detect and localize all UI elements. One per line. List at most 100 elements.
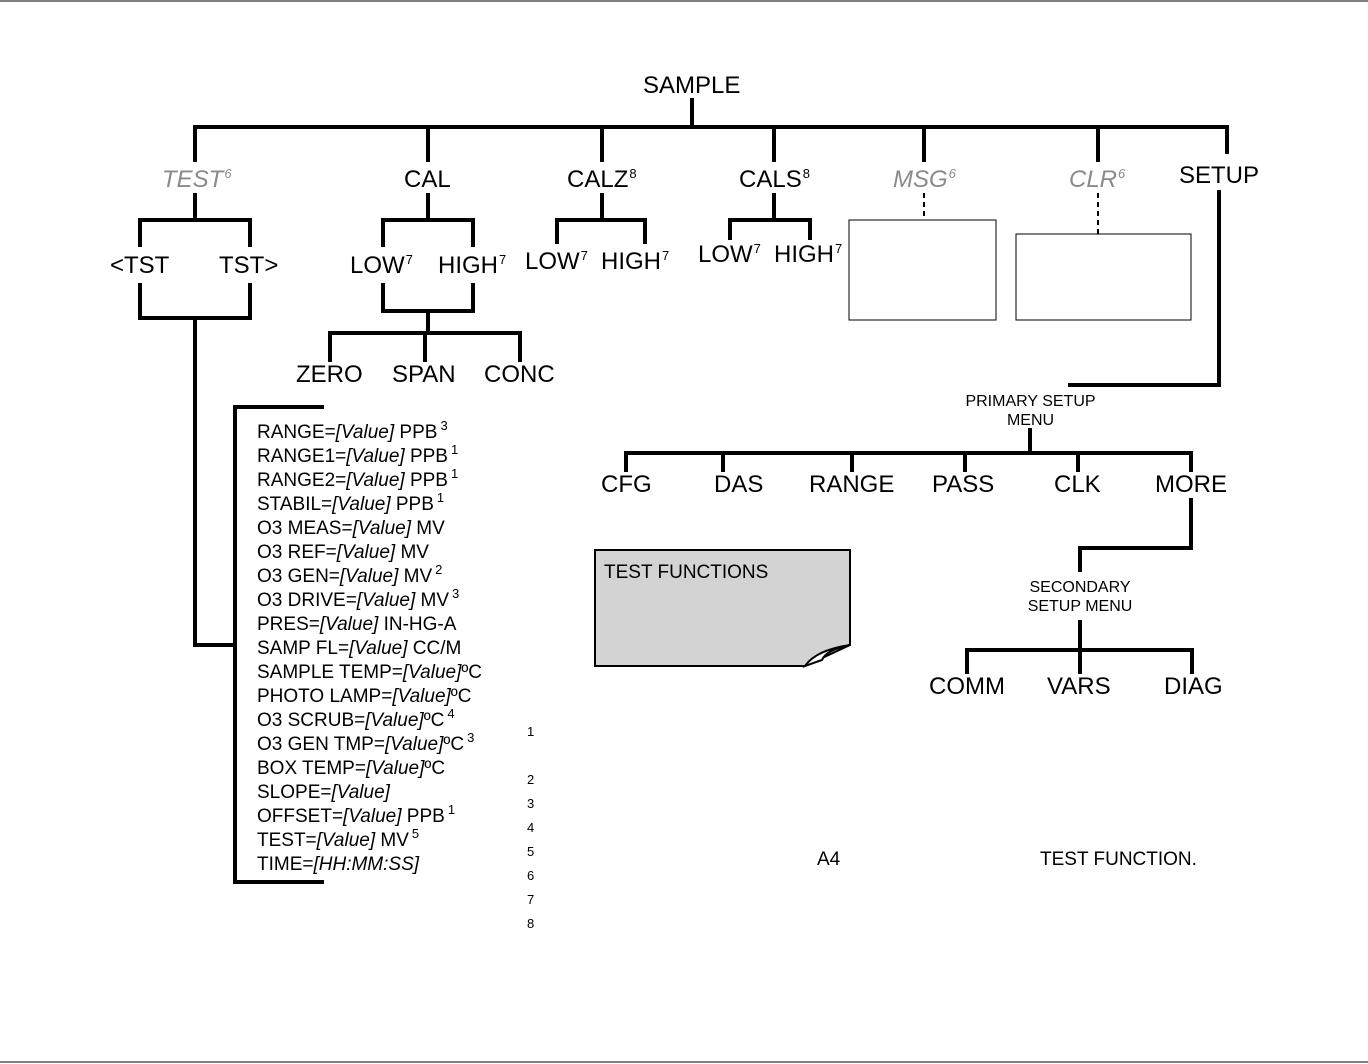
tf-name: BOX TEMP=: [257, 758, 366, 779]
menu-msg: MSG6: [893, 166, 956, 192]
tf-footnote: 4: [447, 706, 455, 721]
tf-name: RANGE1=: [257, 446, 347, 467]
test-function: TIME=[HH:MM:SS]: [257, 853, 485, 877]
tf-footnote: 3: [467, 730, 475, 745]
tf-name: SLOPE=: [257, 782, 332, 803]
tf-name: RANGE2=: [257, 470, 347, 491]
tf-footnote: 3: [452, 586, 460, 601]
tf-value: [Value]: [336, 542, 396, 563]
tf-name: RANGE=: [257, 422, 336, 443]
tf-value: [Value]: [319, 614, 379, 635]
test-function: PHOTO LAMP=[Value]ºC: [257, 685, 485, 709]
tf-name: STABIL=: [257, 494, 333, 515]
tf-name: O3 MEAS=: [257, 518, 353, 539]
primary-setup-title-line1: PRIMARY SETUP: [965, 393, 1096, 410]
cal-span: SPAN: [392, 361, 456, 388]
test-function: SLOPE=[Value]: [257, 781, 485, 805]
cals-low-label: LOW: [698, 241, 753, 268]
setup-more: MORE: [1155, 471, 1227, 498]
tf-value: [Value]: [316, 830, 376, 851]
tf-value: [Value]: [343, 806, 402, 827]
tf-unit: ºC: [424, 758, 446, 779]
menu-clr-label: CLR: [1069, 166, 1118, 193]
primary-setup-title-line2: MENU: [1006, 412, 1055, 429]
tf-footnote: 1: [451, 442, 459, 457]
menu-calz: CALZ8: [567, 166, 637, 193]
calz-low-label: LOW: [525, 248, 580, 275]
cal-high-footnote: 7: [499, 252, 507, 267]
test-function: BOX TEMP=[Value]ºC: [257, 757, 485, 781]
menu-cals-label: CALS: [739, 166, 802, 193]
footnote-number: 5: [527, 844, 535, 859]
clr-box: [1015, 233, 1192, 321]
tf-footnote: 5: [411, 826, 420, 841]
setup-cfg: CFG: [601, 471, 652, 498]
menu-cal: CAL: [404, 168, 451, 192]
tf-name: SAMP FL=: [257, 638, 350, 659]
calz-high: HIGH7: [601, 249, 669, 274]
tf-unit: ºC: [423, 710, 445, 731]
tf-name: PHOTO LAMP=: [257, 686, 393, 707]
tf-unit: CC/M: [407, 638, 462, 659]
tf-value: [Value]: [331, 782, 390, 803]
sample-node: SAMPLE: [643, 72, 741, 99]
tf-unit: ºC: [461, 662, 483, 683]
primary-setup-title: PRIMARY SETUP MENU: [960, 392, 1101, 430]
menu-test-footnote: 6: [224, 166, 232, 181]
menu-calz-footnote: 8: [629, 166, 637, 181]
cals-low: LOW7: [698, 241, 761, 268]
tf-unit: PPB: [394, 422, 438, 443]
tf-value: [Value]: [352, 518, 412, 539]
footer-right: TEST FUNCTION.: [1040, 849, 1197, 870]
setup-comm: COMM: [929, 673, 1005, 700]
note-label: TEST FUNCTIONS: [604, 562, 769, 583]
tst-next: TST>: [219, 252, 279, 279]
tf-value: [Value]: [402, 662, 462, 683]
msg-box: [848, 219, 997, 321]
menu-test-label: TEST: [162, 166, 224, 193]
tf-footnote: 3: [440, 418, 448, 433]
tf-value: [Value]: [339, 566, 399, 587]
menu-clr-footnote: 6: [1118, 166, 1126, 181]
tf-footnote: 2: [435, 562, 443, 577]
menu-test: TEST6: [162, 166, 232, 193]
tf-value: [Value]: [384, 734, 444, 755]
menu-cals-footnote: 8: [802, 166, 810, 181]
menu-cal-label: CAL: [404, 166, 451, 193]
secondary-setup-title-line1: SECONDARY: [1029, 579, 1131, 596]
secondary-setup-title-line2: SETUP MENU: [1027, 598, 1133, 615]
cal-zero: ZERO: [296, 361, 363, 388]
cal-low: LOW7: [350, 253, 413, 278]
setup-diag: DIAG: [1164, 673, 1223, 700]
test-function: SAMP FL=[Value] CC/M: [257, 637, 485, 661]
test-function: SAMPLE TEMP=[Value]ºC: [257, 661, 485, 685]
tf-name: SAMPLE TEMP=: [257, 662, 403, 683]
footnote-number: 2: [527, 772, 535, 787]
tf-unit: MV: [415, 590, 450, 611]
calz-low: LOW7: [525, 248, 588, 275]
tf-value: [Value]: [392, 686, 451, 707]
footnote-number: 8: [527, 916, 535, 931]
tf-name: PRES=: [257, 614, 320, 635]
note-sticky: [594, 549, 851, 667]
tf-footnote: 1: [447, 802, 456, 817]
menu-calz-label: CALZ: [567, 166, 629, 193]
tf-value: [HH:MM:SS]: [313, 854, 420, 875]
tf-unit: MV: [375, 830, 409, 851]
menu-cals: CALS8: [739, 166, 810, 193]
menu-msg-footnote: 6: [948, 166, 956, 181]
tf-unit: MV: [395, 542, 429, 563]
setup-das: DAS: [714, 471, 764, 498]
footer-left: A4: [817, 849, 841, 870]
cal-conc: CONC: [484, 361, 555, 388]
tf-footnote: 1: [436, 490, 445, 505]
